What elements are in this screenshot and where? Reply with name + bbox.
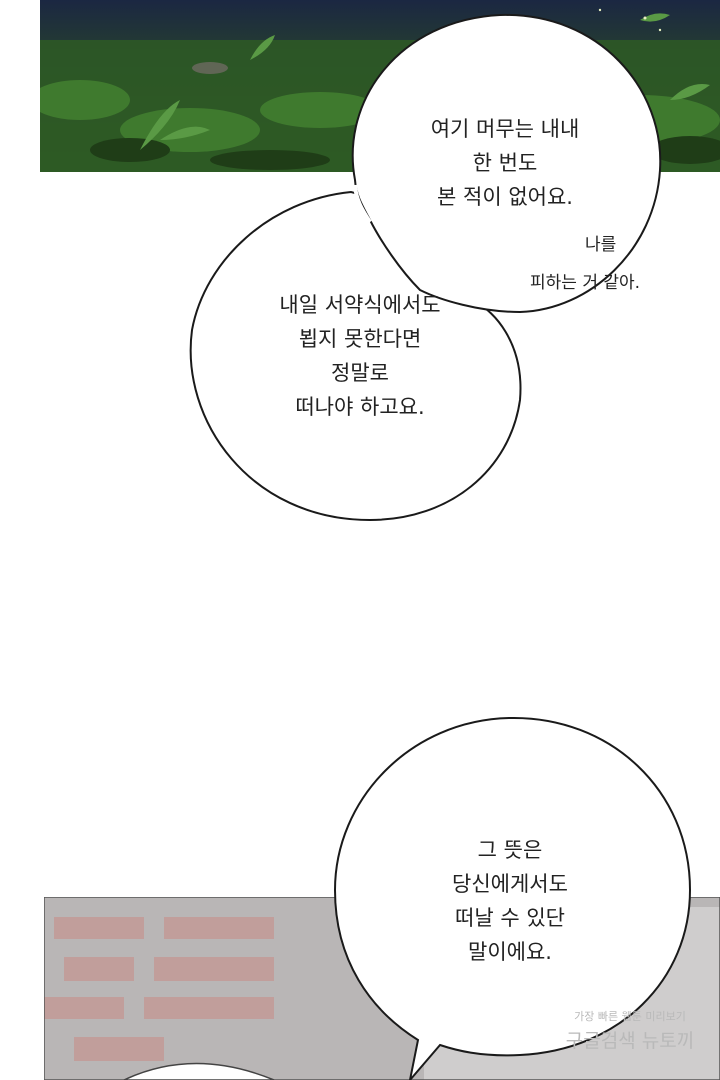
bubble-line: 떠날 수 있단 [455,906,565,930]
bubble-line: 한 번도 [472,151,538,175]
bubble-line: 그 뜻은 [477,838,543,862]
bubble-bottom [333,716,692,1080]
watermark: 가장 빠른 웹툰 미리보기 구글검색 뉴토끼 [540,1008,720,1053]
bubble-line: 정말로 [331,361,389,385]
bubble-line: 뵙지 못한다면 [298,327,422,351]
bubble-top-right-text: 여기 머무는 내내 한 번도 본 적이 없어요. [380,112,630,214]
bubble-line: 떠나야 하고요. [295,395,425,419]
bubble-bottom-text: 그 뜻은 당신에게서도 떠날 수 있단 말이에요. [380,833,640,969]
bubble-line: 내일 서약식에서도 [279,293,441,317]
bubble-line: 본 적이 없어요. [437,185,573,209]
bubble-line: 당신에게서도 [452,872,568,896]
bubble-line: 여기 머무는 내내 [430,117,580,141]
aside-text-line1: 나를 [585,235,617,255]
bubble-top-right [351,13,662,314]
bubble-top-left-text: 내일 서약식에서도 뵙지 못한다면 정말로 떠나야 하고요. [220,288,500,424]
watermark-line1: 가장 빠른 웹툰 미리보기 [574,1010,686,1023]
bubble-line: 말이에요. [468,940,552,964]
watermark-line2: 구글검색 뉴토끼 [565,1030,695,1052]
aside-text-line2: 피하는 거 같아. [530,273,641,293]
